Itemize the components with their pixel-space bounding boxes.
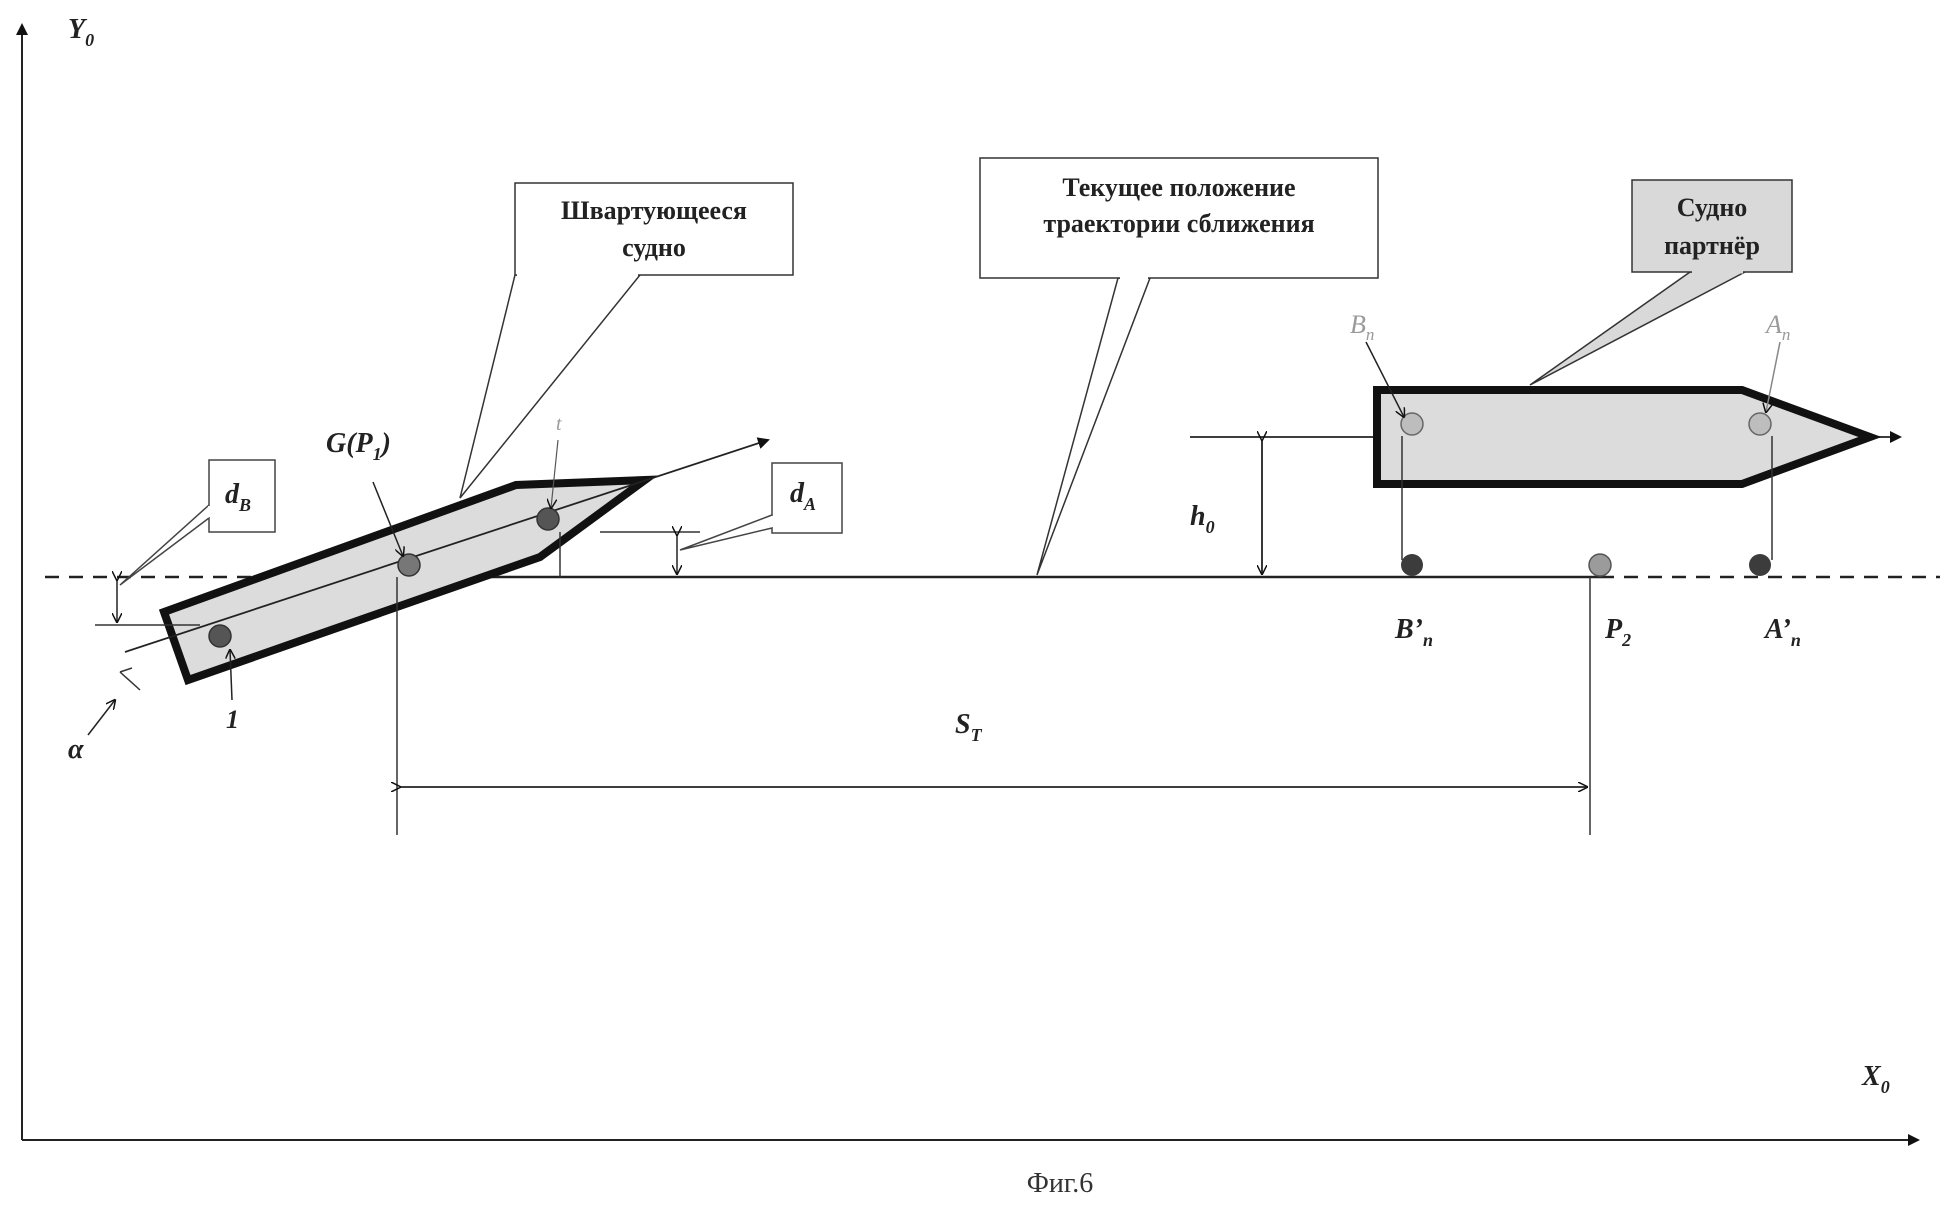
partner-vessel (1377, 390, 1870, 576)
t-mark: t (556, 413, 562, 435)
Bpn-label: B’n (1394, 614, 1433, 650)
figure-caption: Фиг.6 (1027, 1168, 1093, 1199)
partner-point-A (1749, 413, 1771, 435)
h0-dimension: h0 (1190, 440, 1262, 574)
mooring-point-G (398, 554, 420, 576)
y-axis-label: Y0 (68, 14, 94, 50)
callout-mooring-line2: судно (622, 233, 686, 262)
callout-trajectory-line2: траектории сближения (1043, 209, 1314, 238)
Bn-label: Bn (1350, 310, 1374, 344)
callout-mooring-line1: Швартующееся (561, 196, 747, 225)
callout-partner-vessel: Судно партнёр (1530, 180, 1792, 385)
alpha-marker: α (68, 668, 140, 765)
G-label: G(P1) (326, 428, 391, 464)
mooring-point-stern (209, 625, 231, 647)
projection-point-A (1749, 554, 1771, 576)
callout-partner-line1: Судно (1677, 193, 1748, 222)
one-mark: 1 (226, 705, 239, 734)
projection-point-B (1401, 554, 1423, 576)
P2-label: P2 (1604, 614, 1631, 650)
x-axis-label: X0 (1861, 1061, 1890, 1097)
mooring-point-bow (537, 508, 559, 530)
callout-trajectory: Текущее положение траектории сближения (980, 158, 1378, 575)
alpha-label: α (68, 734, 84, 765)
callout-trajectory-line1: Текущее положение (1062, 173, 1295, 202)
partner-vessel-hull (1377, 390, 1870, 484)
h0-label: h0 (1190, 501, 1215, 537)
st-label: ST (955, 709, 983, 745)
callout-partner-line2: партнёр (1664, 231, 1760, 260)
callout-mooring-vessel: Швартующееся судно (460, 183, 793, 498)
projection-point-P2 (1589, 554, 1611, 576)
Apn-label: A’n (1763, 614, 1801, 650)
An-label: An (1764, 310, 1790, 344)
